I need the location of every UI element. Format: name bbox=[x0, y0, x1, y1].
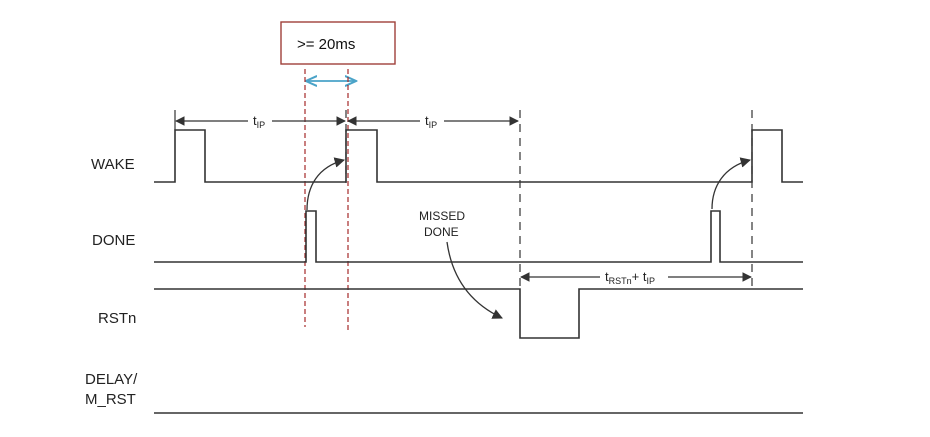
rst-label-main: t bbox=[605, 269, 609, 284]
done-to-wake-arrow-2 bbox=[711, 157, 752, 210]
missed-done-line2: DONE bbox=[424, 225, 459, 239]
tip-label-2-sub: IP bbox=[429, 120, 438, 130]
rstn-waveform bbox=[154, 288, 803, 339]
tip-dimension-2: tIP bbox=[347, 113, 519, 130]
callout-text: >= 20ms bbox=[297, 36, 355, 53]
missed-done-line1: MISSED bbox=[419, 209, 465, 223]
tip-label-2-main: t bbox=[425, 113, 429, 128]
signal-label-rstn: RSTn bbox=[98, 310, 136, 327]
rst-label-sub2: IP bbox=[646, 276, 655, 286]
signal-label-done: DONE bbox=[92, 232, 135, 249]
wake-waveform bbox=[154, 129, 803, 183]
tip-label-1-sub: IP bbox=[257, 120, 266, 130]
rst-label: tRSTn+ tIP bbox=[605, 269, 655, 286]
missed-done-annotation: MISSED DONE bbox=[419, 209, 503, 319]
tip-dimension-1: tIP bbox=[175, 113, 346, 130]
signal-label-delay-line1: DELAY/ bbox=[85, 371, 138, 388]
signal-label-delay-line2: M_RST bbox=[85, 391, 136, 408]
missed-done-arrow bbox=[446, 241, 503, 319]
done-to-wake-arrow-1 bbox=[306, 157, 346, 211]
rst-label-plus: + t bbox=[632, 269, 647, 284]
done-waveform bbox=[154, 210, 803, 263]
min-interval-callout: >= 20ms bbox=[280, 21, 396, 65]
rst-label-sub: RSTn bbox=[609, 276, 632, 286]
tip-label-2: tIP bbox=[425, 113, 437, 130]
callout-box bbox=[280, 21, 396, 65]
tip-label-1-main: t bbox=[253, 113, 257, 128]
tip-label-1: tIP bbox=[253, 113, 265, 130]
rst-dimension: tRSTn+ tIP bbox=[520, 269, 752, 286]
signal-label-wake: WAKE bbox=[91, 156, 135, 173]
